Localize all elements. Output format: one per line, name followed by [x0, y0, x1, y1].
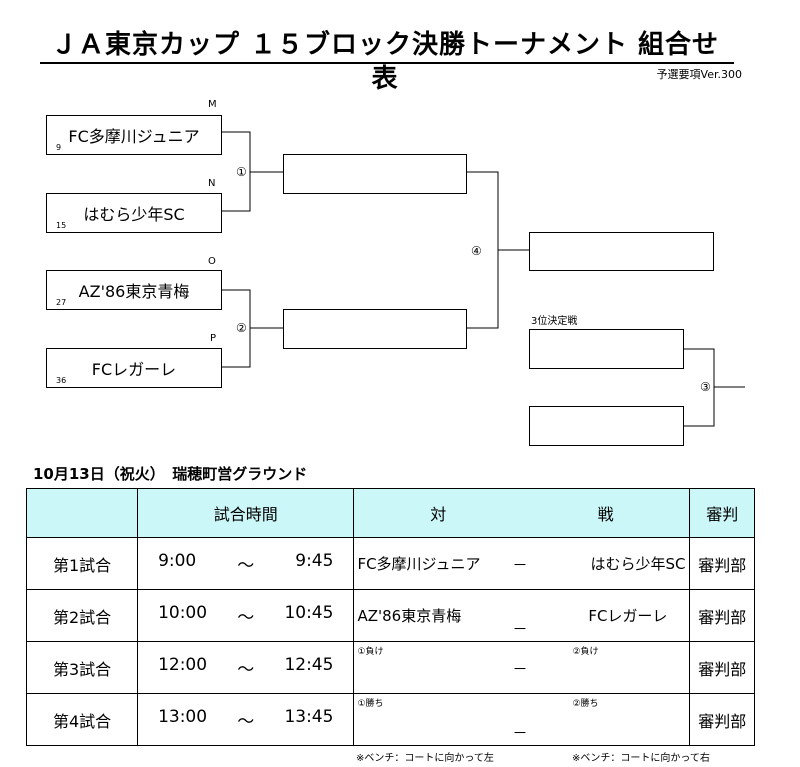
- start-time: 13:00: [158, 707, 208, 727]
- referee: 審判部: [689, 589, 755, 642]
- versus-dash: －: [512, 620, 528, 638]
- team-box-p: FCレガーレ 36: [46, 348, 222, 388]
- champion-box: [529, 232, 714, 271]
- table-row: 第4試合 13:00 ～ 13:45 ①勝ち － ②勝ち 審判部: [25, 693, 755, 746]
- team-name: AZ'86東京青梅: [78, 282, 190, 301]
- header-blank: [25, 488, 139, 538]
- end-time: 13:45: [284, 707, 334, 727]
- time-separator: ～: [237, 660, 255, 680]
- match-time: 12:00 ～ 12:45: [137, 641, 355, 694]
- winner-box-2: [283, 309, 467, 349]
- end-time: 10:45: [284, 603, 334, 623]
- referee: 審判部: [689, 693, 755, 746]
- bench-note-left: ※ベンチ：コートに向かって左: [356, 753, 494, 764]
- match-number-3: ③: [700, 380, 711, 394]
- match-pairing: ①負け － ②負け: [353, 641, 691, 694]
- start-time: 10:00: [158, 603, 208, 623]
- slot-letter: P: [210, 333, 217, 344]
- versus-dash: －: [512, 724, 528, 742]
- slot-letter: O: [208, 256, 216, 267]
- header-time: 試合時間: [137, 488, 355, 538]
- winner-box-1: [283, 154, 467, 194]
- match-number-4: ④: [471, 244, 482, 258]
- source-note-a: ①勝ち: [357, 699, 384, 709]
- third-place-box-2: [529, 406, 684, 446]
- match-time: 10:00 ～ 10:45: [137, 589, 355, 642]
- source-note-a: ①負け: [357, 647, 384, 657]
- match-number-1: ①: [236, 165, 247, 179]
- table-row: 第1試合 9:00 ～ 9:45 FC多摩川ジュニア － はむら少年SC 審判部: [25, 537, 755, 590]
- third-place-box-1: [529, 329, 684, 369]
- team-box-n: はむら少年SC 15: [46, 193, 222, 233]
- team-name: FC多摩川ジュニア: [68, 127, 200, 146]
- team-a: AZ'86東京青梅: [357, 607, 462, 625]
- source-note-b: ②負け: [572, 647, 599, 657]
- title-underline: [40, 62, 734, 64]
- team-b: はむら少年SC: [590, 555, 686, 573]
- start-time: 12:00: [158, 655, 208, 675]
- match-time: 9:00 ～ 9:45: [137, 537, 355, 590]
- header-match-left: 対: [430, 505, 447, 524]
- referee: 審判部: [689, 537, 755, 590]
- time-separator: ～: [237, 556, 255, 576]
- bench-note-right: ※ベンチ：コートに向かって右: [572, 753, 710, 764]
- header-referee: 審判: [689, 488, 755, 538]
- match-name: 第4試合: [25, 693, 139, 746]
- match-name: 第1試合: [25, 537, 139, 590]
- referee: 審判部: [689, 641, 755, 694]
- page-title: ＪＡ東京カップ １５ブロック決勝トーナメント 組合せ表: [50, 30, 720, 94]
- team-box-o: AZ'86東京青梅 27: [46, 270, 222, 310]
- match-pairing: FC多摩川ジュニア － はむら少年SC: [353, 537, 691, 590]
- seed-number: 27: [56, 298, 67, 307]
- match-name: 第2試合: [25, 589, 139, 642]
- table-header-row: 試合時間 対 戦 審判: [25, 488, 755, 538]
- team-box-m: FC多摩川ジュニア 9: [46, 115, 222, 155]
- match-name: 第3試合: [25, 641, 139, 694]
- table-row: 第3試合 12:00 ～ 12:45 ①負け － ②負け 審判部: [25, 641, 755, 694]
- header-match-right: 戦: [597, 505, 614, 524]
- versus-dash: －: [512, 660, 528, 678]
- versus-dash: －: [512, 556, 528, 574]
- team-b: FCレガーレ: [588, 607, 668, 625]
- schedule-table: 試合時間 対 戦 審判 第1試合 9:00 ～ 9:45 FC多摩川ジュニア －…: [25, 488, 755, 746]
- table-row: 第2試合 10:00 ～ 10:45 AZ'86東京青梅 － FCレガーレ 審判…: [25, 589, 755, 642]
- time-separator: ～: [237, 712, 255, 732]
- slot-letter: M: [208, 99, 217, 110]
- end-time: 9:45: [295, 551, 334, 571]
- header-match: 対 戦: [353, 488, 691, 538]
- source-note-b: ②勝ち: [572, 699, 599, 709]
- match-pairing: AZ'86東京青梅 － FCレガーレ: [353, 589, 691, 642]
- match-time: 13:00 ～ 13:45: [137, 693, 355, 746]
- team-name: FCレガーレ: [91, 360, 177, 379]
- match-pairing: ①勝ち － ②勝ち: [353, 693, 691, 746]
- time-separator: ～: [237, 608, 255, 628]
- bracket-lines: [222, 131, 745, 427]
- match-number-2: ②: [236, 321, 247, 335]
- date-venue: 10月13日（祝火） 瑞穂町営グラウンド: [33, 465, 308, 483]
- start-time: 9:00: [158, 551, 197, 571]
- seed-number: 15: [56, 221, 67, 230]
- third-place-label: 3位決定戦: [531, 316, 578, 327]
- end-time: 12:45: [284, 655, 334, 675]
- seed-number: 9: [56, 143, 62, 152]
- version-label: 予選要項Ver.300: [656, 68, 742, 81]
- team-name: はむら少年SC: [83, 205, 185, 224]
- seed-number: 36: [56, 376, 67, 385]
- slot-letter: N: [208, 178, 216, 189]
- team-a: FC多摩川ジュニア: [357, 555, 481, 573]
